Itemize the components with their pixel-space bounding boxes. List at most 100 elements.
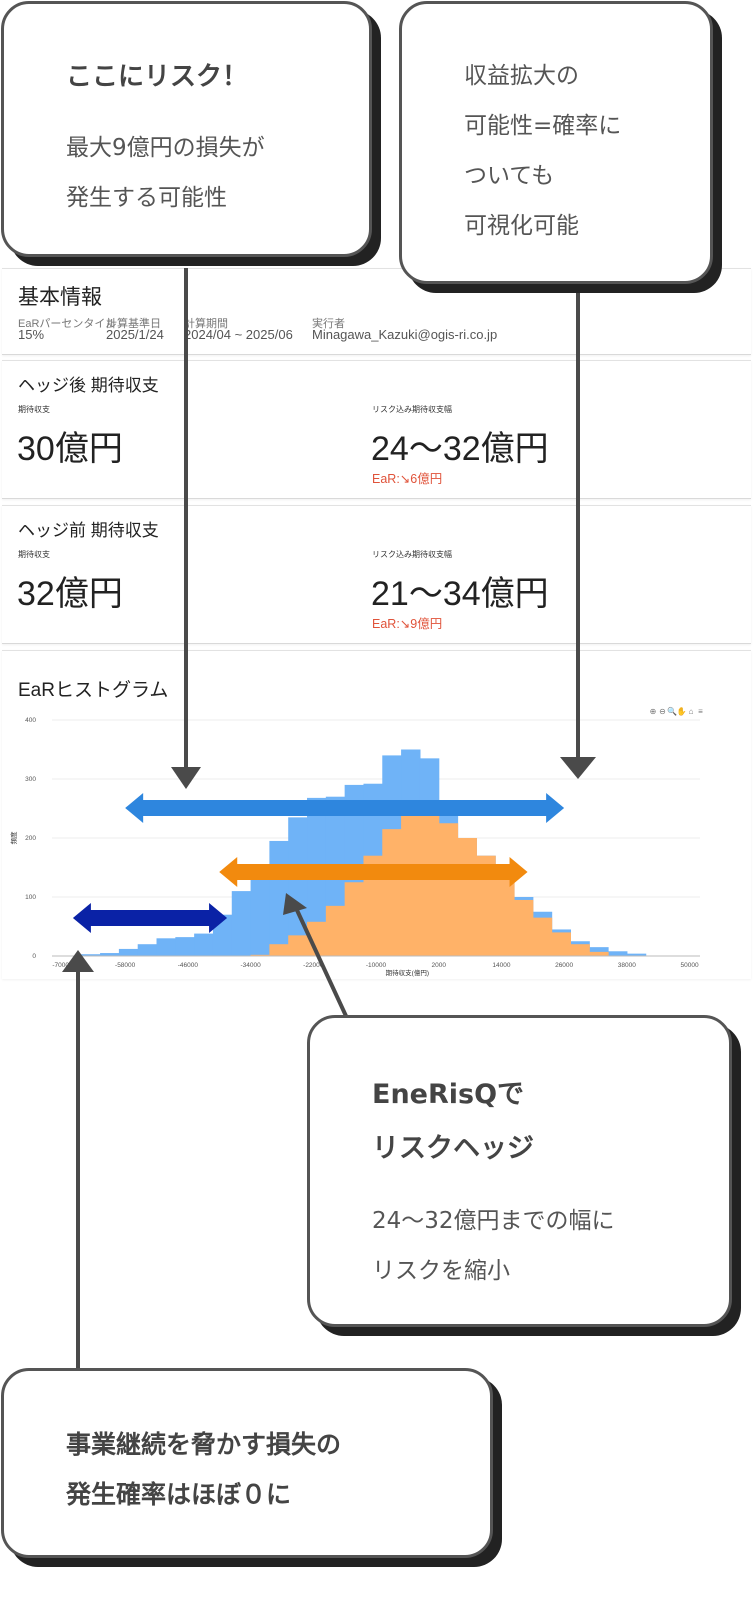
histogram-bar (81, 954, 101, 956)
callout-hedge: EneRisQで リスクヘッジ 24〜32億円までの幅に リスクを縮小 (307, 1015, 732, 1327)
histogram-bar (608, 951, 628, 956)
x-tick-label: -10000 (366, 962, 387, 969)
magnifier-icon[interactable]: 🔍 (667, 706, 677, 716)
basic-info-value-base-date: 2025/1/24 (106, 327, 164, 342)
after-hedge-title: ヘッジ後 期待収支 (18, 376, 159, 395)
before-hedge-ear: EaR:↘9億円 (372, 617, 443, 631)
histogram-bar (495, 877, 515, 956)
pan-hand-icon[interactable]: ✋ (677, 706, 687, 716)
before-hedge-title: ヘッジ前 期待収支 (18, 521, 159, 540)
x-tick-label: 38000 (618, 962, 636, 969)
histogram-bar (626, 953, 647, 956)
menu-icon[interactable]: ≡ (698, 707, 703, 716)
callout-continuity-line-1: 事業継続を脅かす損失の (66, 1430, 342, 1459)
callout-gain-line-2: 可能性=確率に (464, 113, 622, 139)
home-icon[interactable]: ⌂ (689, 707, 694, 716)
histogram-bar (551, 932, 571, 956)
histogram-bar (344, 882, 365, 956)
x-tick-label: 2000 (431, 962, 446, 969)
histogram-bar (100, 953, 120, 956)
callout-gain-line-1: 収益拡大の (464, 63, 579, 89)
histogram-bar (307, 921, 327, 956)
after-hedge-expected-value: 30億円 (17, 430, 123, 468)
callout-gain: 収益拡大の 可能性=確率に ついても 可視化可能 (399, 1, 713, 284)
histogram-bar (175, 937, 195, 956)
histogram-bar (476, 855, 496, 956)
x-tick-label: -22000 (303, 962, 324, 969)
basic-info-value-period: 2024/04 ~ 2025/06 (184, 327, 293, 342)
callout-risk-title: ここにリスク！ (66, 62, 249, 92)
pointer-head-gain (560, 757, 596, 779)
y-axis-label: 頻度 (9, 831, 18, 845)
zoom-out-icon[interactable]: ⊖ (659, 707, 666, 716)
histogram-bar (589, 947, 609, 956)
after-hedge-card: ヘッジ後 期待収支 期待収支 30億円 リスク込み期待収支幅 24〜32億円 E… (2, 360, 751, 499)
callout-risk: ここにリスク！ 最大9億円の損失が 発生する可能性 (1, 1, 372, 257)
chart-toolbar: ⊕⊖🔍✋⌂ ≡ (650, 706, 704, 716)
histogram-bar (382, 829, 402, 956)
callout-hedge-line-2: リスクを縮小 (372, 1258, 510, 1284)
basic-info-title: 基本情報 (18, 286, 102, 309)
pointer-head-risk (171, 767, 201, 789)
callout-hedge-title-line-1: EneRisQで (372, 1079, 525, 1110)
histogram-bar (363, 855, 383, 956)
after-hedge-range-arrow (219, 857, 528, 887)
histogram-bar (325, 905, 346, 956)
after-hedge-range-value: 24〜32億円 (371, 430, 549, 468)
x-tick-label: -58000 (115, 962, 136, 969)
histogram-bar (194, 933, 214, 956)
basic-info-label-base-date: 計算基準日 (106, 318, 161, 330)
histogram-bar (401, 815, 421, 956)
x-tick-label: -34000 (240, 962, 261, 969)
histogram-bar (250, 867, 270, 956)
x-tick-label: -70000 (52, 962, 73, 969)
callout-gain-line-3: ついても (464, 163, 555, 189)
basic-info-label-period: 計算期間 (184, 318, 228, 330)
x-axis-label: 期待収支(億円) (386, 968, 429, 977)
histogram-bar (156, 938, 176, 956)
basic-info-value-executor: Minagawa_Kazuki@ogis-ri.co.jp (312, 327, 498, 342)
x-tick-label: 50000 (681, 962, 699, 969)
callout-hedge-line-1: 24〜32億円までの幅に (372, 1208, 615, 1234)
basic-info-value-percentile: 15% (18, 327, 45, 342)
pointer-head-hedge (283, 893, 307, 915)
before-hedge-expected-value: 32億円 (17, 575, 123, 613)
histogram-bar (513, 899, 534, 956)
before-hedge-card: ヘッジ前 期待収支 期待収支 32億円 リスク込み期待収支幅 21〜34億円 E… (2, 505, 751, 644)
histogram-bar (231, 891, 252, 956)
pointer-head-continuity (62, 950, 94, 972)
histogram-bar (419, 814, 440, 956)
y-tick-label: 0 (32, 953, 36, 960)
callout-continuity-line-2: 発生確率はほぼ０に (66, 1480, 292, 1509)
before-hedge-range-value: 21〜34億円 (371, 575, 549, 613)
histogram-bar (532, 917, 553, 956)
histogram-bar (589, 951, 609, 956)
callout-risk-line-1: 最大9億円の損失が (66, 135, 265, 161)
zoom-in-icon[interactable]: ⊕ (650, 707, 657, 716)
loss-range-arrow (72, 903, 228, 933)
basic-info-label-executor: 実行者 (312, 318, 345, 330)
histogram-bar (288, 935, 308, 956)
x-tick-label: 26000 (555, 962, 573, 969)
histogram-bar (269, 944, 289, 956)
after-hedge-ear: EaR:↘6億円 (372, 472, 443, 486)
before-hedge-range-label: リスク込み期待収支幅 (372, 550, 452, 559)
y-tick-label: 200 (25, 835, 36, 842)
pointer-line-hedge (294, 907, 348, 1017)
callout-risk-line-2: 発生する可能性 (66, 185, 227, 211)
histogram-bar (137, 944, 158, 956)
after-hedge-range-label: リスク込み期待収支幅 (372, 405, 452, 414)
y-tick-label: 300 (25, 776, 36, 783)
histogram-bar (250, 954, 270, 956)
after-hedge-expected-label: 期待収支 (18, 405, 50, 414)
basic-info-label-percentile: EaRパーセンタイル (18, 318, 117, 330)
pointer-arrows (62, 268, 596, 1372)
histogram-title: EaRヒストグラム (18, 680, 169, 701)
x-tick-label: 14000 (492, 962, 510, 969)
callout-hedge-title-line-2: リスクヘッジ (372, 1133, 534, 1164)
callout-continuity: 事業継続を脅かす損失の 発生確率はほぼ０に (1, 1368, 493, 1558)
y-tick-label: 100 (25, 894, 36, 901)
histogram-bar (570, 944, 590, 956)
histogram-bar (118, 948, 139, 956)
